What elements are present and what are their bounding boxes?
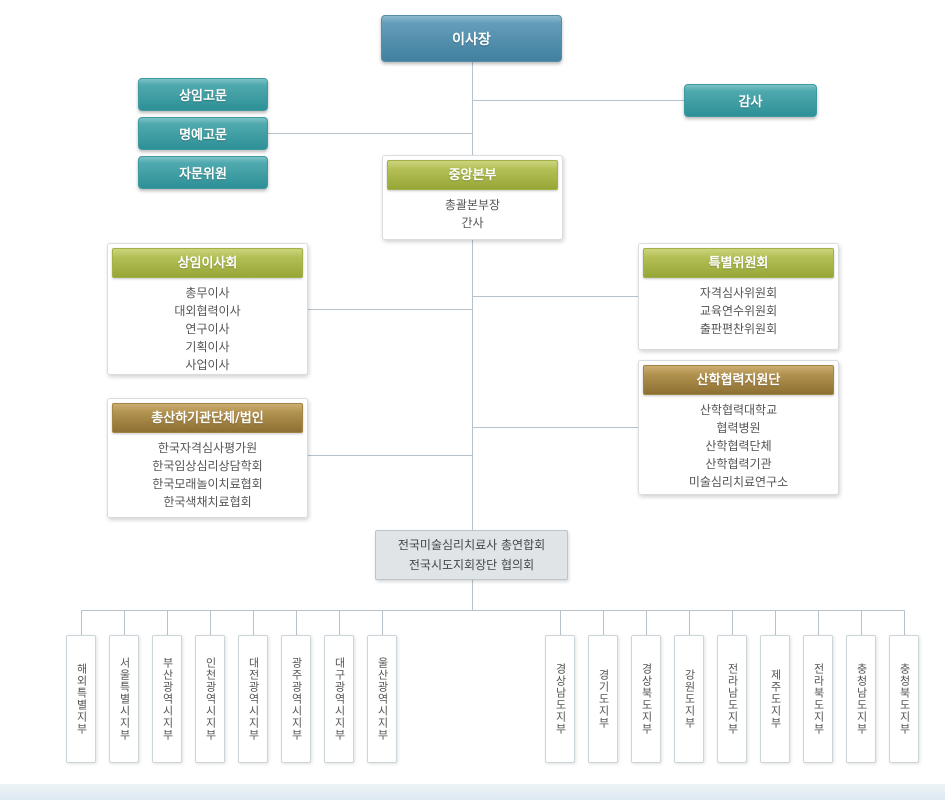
headquarters-member-list: 총괄본부장 간사 [387,196,558,232]
footer-strip [0,784,945,800]
member-item: 한국임상심리상담학회 [152,459,263,473]
member-item: 교육연수위원회 [699,304,778,318]
member-item: 한국자격심사평가원 [157,441,258,455]
branch-box: 충청북도지부 [889,635,919,763]
branch-box: 경상남도지부 [545,635,575,763]
member-item: 한국모래놀이치료협회 [152,477,263,491]
branch-label: 경상남도지부 [554,663,567,735]
branch-label: 광주광역시지부 [290,657,303,741]
member-item: 총괄본부장 [444,198,501,212]
panel-standing-board: 상임이사회 총무이사 대외협력이사 연구이사 기획이사 사업이사 [107,243,308,375]
branch-label: 서울특별시지부 [118,657,131,741]
member-item: 협력병원 [716,421,761,435]
industry-cooperation-member-list: 산학협력대학교 협력병원 산학협력단체 산학협력기관 미술심리치료연구소 [643,401,834,491]
affiliated-orgs-member-list: 한국자격심사평가원 한국임상심리상담학회 한국모래놀이치료협회 한국색채치료협회 [112,439,303,511]
branch-label: 경상북도지부 [640,663,653,735]
member-item: 산학협력단체 [705,439,772,453]
branch-box: 대전광역시지부 [238,635,268,763]
branch-box: 부산광역시지부 [152,635,182,763]
panel-affiliated-orgs-title: 총산하기관단체/법인 [112,403,303,433]
federation-line2: 전국시도지회장단 협의회 [408,558,535,572]
branch-box: 광주광역시지부 [281,635,311,763]
advisor-label: 상임고문 [179,89,227,104]
member-item: 산학협력대학교 [699,403,778,417]
panel-special-committee-title: 특별위원회 [643,248,834,278]
branch-label: 전라북도지부 [812,663,825,735]
branch-label: 해외특별지부 [75,663,88,735]
branch-box: 해외특별지부 [66,635,96,763]
member-item: 사업이사 [185,358,230,372]
branch-label: 경기도지부 [597,669,610,729]
branch-label: 대전광역시지부 [247,657,260,741]
member-item: 미술심리치료연구소 [688,475,789,489]
advisor-box-committee: 자문위원 [138,156,268,189]
branch-label: 강원도지부 [683,669,696,729]
chairman-box: 이사장 [381,15,562,62]
branch-label: 제주도지부 [769,669,782,729]
branch-label: 전라남도지부 [726,663,739,735]
panel-industry-cooperation-title: 산학협력지원단 [643,365,834,395]
branch-label: 대구광역시지부 [333,657,346,741]
panel-headquarters-title: 중앙본부 [387,160,558,190]
advisor-label: 자문위원 [179,167,227,182]
member-item: 산학협력기관 [705,457,772,471]
branch-label: 울산광역시지부 [376,657,389,741]
branch-box: 대구광역시지부 [324,635,354,763]
branch-box: 경상북도지부 [631,635,661,763]
panel-special-committee: 특별위원회 자격심사위원회 교육연수위원회 출판편찬위원회 [638,243,839,350]
member-item: 자격심사위원회 [699,286,778,300]
standing-board-member-list: 총무이사 대외협력이사 연구이사 기획이사 사업이사 [112,284,303,374]
branch-box: 충청남도지부 [846,635,876,763]
member-item: 총무이사 [185,286,230,300]
special-committee-member-list: 자격심사위원회 교육연수위원회 출판편찬위원회 [643,284,834,338]
panel-standing-board-title: 상임이사회 [112,248,303,278]
branch-box: 경기도지부 [588,635,618,763]
member-item: 한국색채치료협회 [163,495,252,509]
branch-box: 울산광역시지부 [367,635,397,763]
member-item: 기획이사 [185,340,230,354]
branch-box: 제주도지부 [760,635,790,763]
advisor-box-honorary: 명예고문 [138,117,268,150]
panel-industry-cooperation: 산학협력지원단 산학협력대학교 협력병원 산학협력단체 산학협력기관 미술심리치… [638,360,839,495]
branch-label: 부산광역시지부 [161,657,174,741]
branch-box: 서울특별시지부 [109,635,139,763]
member-item: 대외협력이사 [174,304,241,318]
chairman-label: 이사장 [452,31,491,48]
panel-headquarters: 중앙본부 총괄본부장 간사 [382,155,563,240]
branch-box: 인천광역시지부 [195,635,225,763]
branch-box: 강원도지부 [674,635,704,763]
advisor-label: 명예고문 [179,128,227,143]
branch-box: 전라남도지부 [717,635,747,763]
branch-label: 인천광역시지부 [204,657,217,741]
branch-box: 전라북도지부 [803,635,833,763]
member-item: 간사 [461,216,484,230]
federation-box: 전국미술심리치료사 총연합회 전국시도지회장단 협의회 [375,530,568,580]
federation-line1: 전국미술심리치료사 총연합회 [397,538,546,552]
member-item: 연구이사 [185,322,230,336]
auditor-box: 감사 [684,84,817,117]
member-item: 출판편찬위원회 [699,322,778,336]
panel-affiliated-orgs: 총산하기관단체/법인 한국자격심사평가원 한국임상심리상담학회 한국모래놀이치료… [107,398,308,518]
advisor-box-standing: 상임고문 [138,78,268,111]
branch-label: 충청북도지부 [898,663,911,735]
auditor-label: 감사 [738,95,763,110]
branch-label: 충청남도지부 [855,663,868,735]
